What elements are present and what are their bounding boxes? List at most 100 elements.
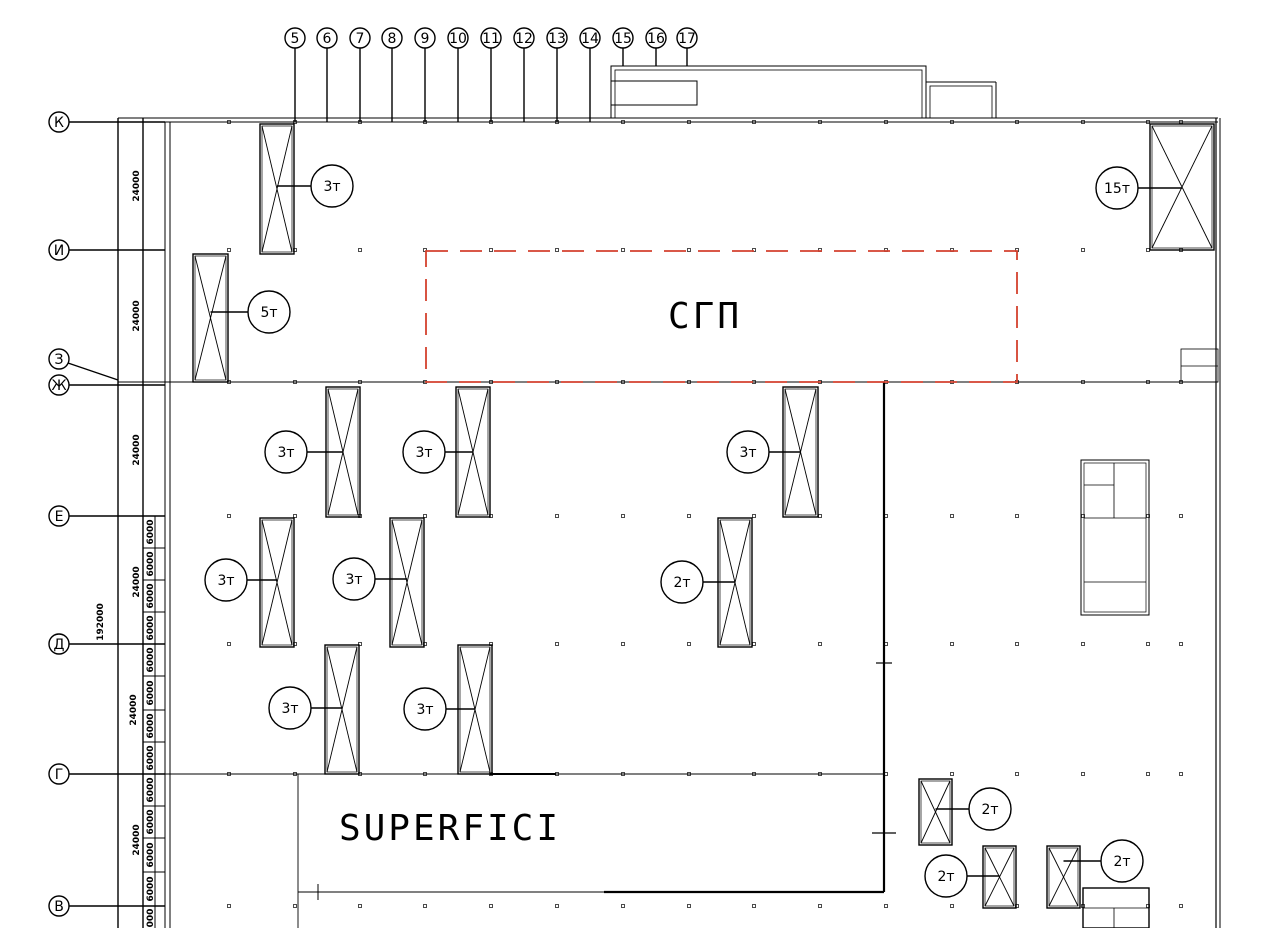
column-dot [358,248,362,252]
column-dot [621,642,625,646]
column-dot [1015,120,1019,124]
column-axis-label: 11 [482,31,500,47]
column-dot [884,642,888,646]
column-dot [1146,248,1150,252]
column-dot [555,514,559,518]
crane-capacity-label: 3т [323,179,340,195]
crane-capacity-label: 3т [416,702,433,718]
column-dot [1146,380,1150,384]
row-axis-label: Д [54,637,65,653]
column-dot [227,772,231,776]
column-dot [621,772,625,776]
column-dot [687,380,691,384]
column-dot [1179,642,1183,646]
crane-box [259,517,295,648]
column-dot [489,248,493,252]
column-dot [687,642,691,646]
column-dot [293,772,297,776]
column-axis-label: 10 [449,31,467,47]
column-axis-label: 12 [515,31,533,47]
crane-box [259,123,295,255]
column-axis-label: 7 [356,31,365,47]
dimension-labels: 24000 24000 24000 24000 24000 24000 1920… [96,170,156,927]
column-dot [621,514,625,518]
column-dot [1146,904,1150,908]
row-axis-label: Г [55,767,64,783]
column-dot [555,380,559,384]
dim-sub-8: 6000 [146,745,156,770]
column-axis-label: 14 [581,31,599,47]
column-axis-16: 16 [645,27,667,66]
column-grid-dots [227,120,1183,908]
column-dot [1179,904,1183,908]
dim-sub-6: 6000 [146,680,156,705]
column-dot [621,248,625,252]
column-dot [227,642,231,646]
column-dot [884,514,888,518]
crane-5: 3т [726,386,819,518]
row-axis-label: З [55,352,64,368]
column-dot [950,514,954,518]
dim-sub-11: 6000 [146,842,156,867]
column-dot [1081,248,1085,252]
crane-capacity-bubble [247,290,291,334]
dim-sub-10: 6000 [146,809,156,834]
column-dot [1081,772,1085,776]
crane-capacity-label: 3т [345,572,362,588]
column-dot [884,904,888,908]
column-dot [884,772,888,776]
dimension-strip [118,249,165,928]
dim-label-zh-e: 24000 [132,434,142,465]
crane-box [918,778,953,846]
column-dot [950,642,954,646]
sgp-zone-label: СГП [668,296,742,337]
building-outline [117,65,1221,928]
column-dot [423,514,427,518]
column-axis-9: 9 [414,27,436,122]
column-axis-17: 17 [676,27,698,66]
crane-capacity-bubble [332,557,376,601]
column-dot [687,120,691,124]
column-axis-11: 11 [480,27,502,122]
crane-11: 2т [918,778,1012,846]
dim-label-total: 192000 [96,603,106,641]
column-dot [489,120,493,124]
column-dot [358,380,362,384]
column-dot [687,904,691,908]
column-dot [621,120,625,124]
crane-9: 3т [268,644,360,775]
crane-box [389,517,425,648]
column-axis-label: 17 [678,31,696,47]
crane-capacity-bubble [402,430,446,474]
crane-2: 5т [192,253,291,383]
dim-label-g-v: 24000 [132,824,142,855]
dim-label-d-g: 24000 [129,694,139,725]
row-axis-3: Ж [48,374,165,396]
column-axis-label: 8 [388,31,397,47]
column-dot [950,772,954,776]
dim-sub-2: 6000 [146,551,156,576]
column-dot [752,514,756,518]
crane-capacity-bubble [968,787,1012,831]
crane-1: 15т [1095,123,1215,251]
column-dot [884,120,888,124]
crane-capacity-label: 3т [739,445,756,461]
dim-sub-4: 6000 [146,615,156,640]
crane-10: 3т [403,644,493,775]
column-dot [1081,120,1085,124]
column-dot [752,642,756,646]
column-dot [1081,642,1085,646]
dim-sub-9: 6000 [146,777,156,802]
column-dot [293,380,297,384]
dim-label-k-i: 24000 [132,170,142,201]
column-dot [1179,514,1183,518]
crane-13: 2т [1046,839,1144,909]
column-axis-label: 6 [323,31,332,47]
crane-box [324,644,360,775]
column-axis-10: 10 [447,27,469,122]
column-axis-12: 12 [513,27,535,122]
crane-8: 2т [660,517,753,648]
crane-capacity-label: 2т [1113,854,1130,870]
